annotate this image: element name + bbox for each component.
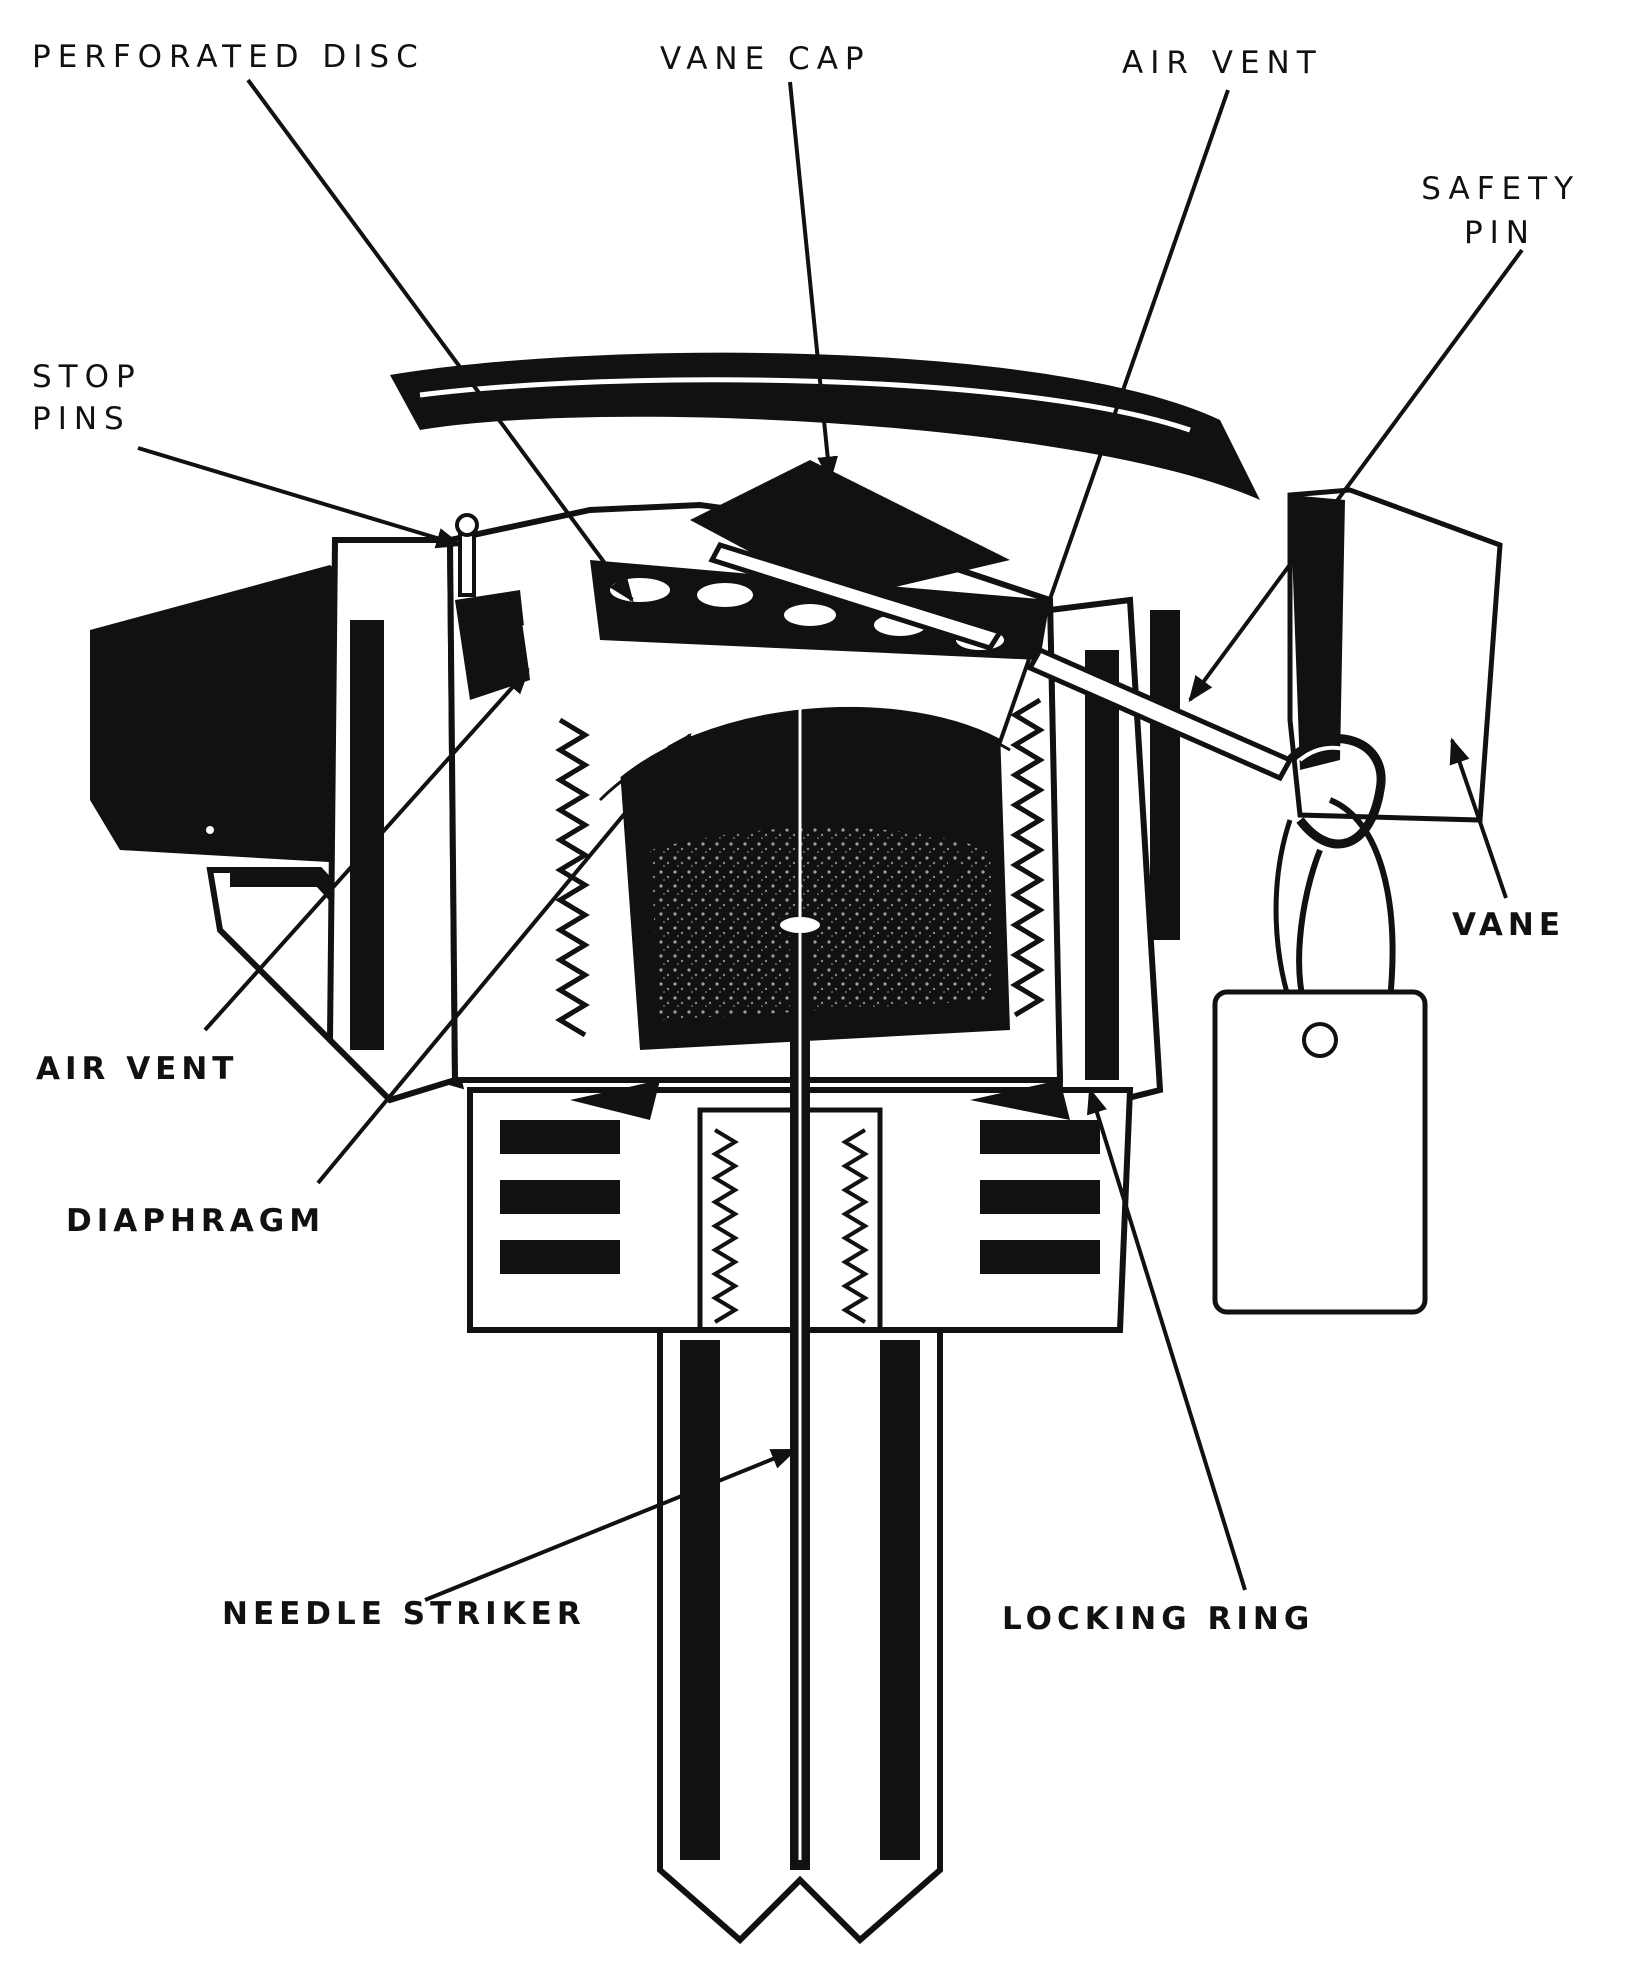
safety-pin-loop bbox=[1286, 734, 1386, 849]
threads-right bbox=[1010, 697, 1045, 1018]
leader-vane-cap bbox=[788, 81, 839, 483]
leader-safety-pin bbox=[1188, 248, 1524, 703]
label-diaphragm: DIAPHRAGM bbox=[66, 1203, 326, 1239]
leader-vane bbox=[1449, 737, 1508, 899]
leader-air-vent-left bbox=[203, 668, 530, 1032]
vane-cap bbox=[690, 460, 1010, 600]
vane-ring bbox=[390, 352, 1260, 500]
left-vane bbox=[90, 565, 395, 865]
label-stop-pins-line1: STOP bbox=[32, 359, 142, 395]
label-safety-line1: SAFETY bbox=[1421, 171, 1580, 207]
label-safety-line2: PIN bbox=[1463, 215, 1536, 251]
safety-pin-rod bbox=[708, 541, 1004, 651]
label-air-vent-left: AIR VENT bbox=[36, 1051, 239, 1087]
label-vane: VANE bbox=[1452, 907, 1565, 943]
leader-locking-ring bbox=[1086, 1087, 1247, 1591]
safety-tag bbox=[1212, 989, 1428, 1315]
leader-air-vent-top bbox=[947, 89, 1230, 888]
diaphragm bbox=[597, 698, 1013, 793]
leader-diaphragm bbox=[316, 732, 692, 1185]
label-air-vent-top: AIR VENT bbox=[1122, 45, 1323, 81]
vane-ring-highlight bbox=[419, 377, 1191, 433]
label-locking-ring: LOCKING RING bbox=[1002, 1601, 1315, 1637]
label-perforated-disc: PERFORATED DISC bbox=[32, 39, 425, 75]
label-needle-striker: NEEDLE STRIKER bbox=[222, 1596, 586, 1632]
leader-needle-striker bbox=[424, 1448, 798, 1602]
label-vane-cap: VANE CAP bbox=[660, 41, 871, 77]
safety-pin-shaft bbox=[1026, 646, 1294, 782]
leader-perforated-disc bbox=[246, 78, 634, 603]
leader-stop-pins bbox=[137, 446, 463, 549]
label-stop-pins-line2: PINS bbox=[32, 401, 131, 437]
